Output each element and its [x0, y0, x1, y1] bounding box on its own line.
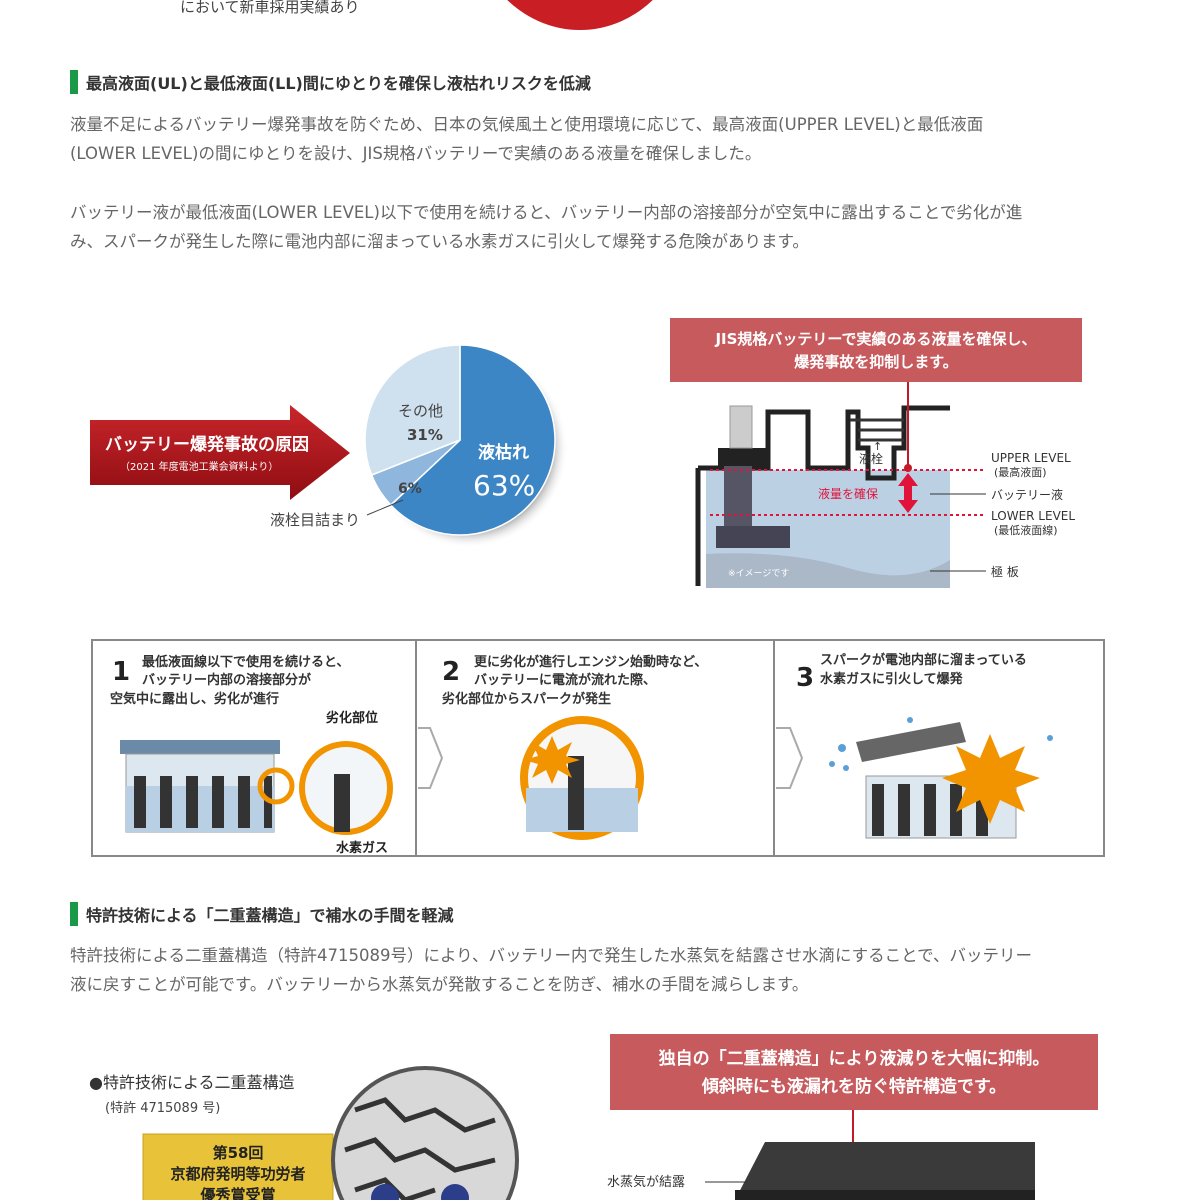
spark-icon	[524, 736, 580, 784]
upper-level-sub: (最高液面)	[994, 465, 1047, 479]
step-arrow-icon	[418, 727, 444, 789]
step2-line3: 劣化部位からスパークが発生	[442, 691, 611, 707]
para-line: 液量不足によるバッテリー爆発事故を防ぐため、日本の気候風土と使用環境に応じて、最…	[70, 115, 984, 134]
condense-label: 水蒸気が結露	[607, 1174, 685, 1190]
step1-degraded-label: 劣化部位	[326, 710, 378, 726]
step3-line2: 水素ガスに引火して爆発	[820, 671, 964, 687]
pie-label-other: その他	[398, 402, 443, 420]
lid-structure-zoom	[331, 1066, 519, 1200]
section1-paragraph-1: 液量不足によるバッテリー爆発事故を防ぐため、日本の気候風土と使用環境に応じて、最…	[70, 110, 1115, 168]
image-note: ※イメージです	[728, 568, 789, 579]
pie-value-other: 31%	[407, 426, 443, 444]
cause-arrow-subtitle: （2021 年度電池工業会資料より）	[120, 460, 278, 473]
cause-arrow-title: バッテリー爆発事故の原因	[105, 434, 309, 455]
cap-icon	[371, 1184, 399, 1200]
para-line: バッテリー液が最低液面(LOWER LEVEL)以下で使用を続けると、バッテリー…	[70, 203, 1023, 222]
patent-title: ●特許技術による二重蓋構造	[89, 1073, 294, 1092]
zoom-plate-1	[334, 774, 350, 832]
award-badge	[142, 1133, 334, 1200]
top-caption: において新車採用実績あり	[180, 0, 360, 16]
step1-gas-label: 水素ガス	[336, 840, 388, 856]
step3-line1: スパークが電池内部に溜まっている	[820, 652, 1027, 668]
section2-paragraph: 特許技術による二重蓋構造（特許4715089号）により、バッテリー内で発生した水…	[70, 941, 1115, 999]
splash-icon	[829, 717, 1053, 771]
para-line: み、スパークが発生した際に電池内部に溜まっている水素ガスに引火して爆発する危険が…	[70, 232, 809, 251]
battery-lid-edge	[735, 1190, 1035, 1200]
terminal-icon	[729, 405, 753, 449]
plug-arrow: ↑	[873, 440, 882, 453]
patent-number: (特許 4715089 号)	[105, 1101, 220, 1116]
patent-graphic: ●特許技術による二重蓋構造 (特許 4715089 号) 第58回 京都府発明等…	[89, 1034, 1098, 1200]
para-line: (LOWER LEVEL)の間にゆとりを設け、JIS規格バッテリーで実績のある液…	[70, 144, 762, 163]
section2-heading-text: 特許技術による「二重蓋構造」で補水の手間を軽減	[86, 906, 454, 925]
level-banner-line2: 爆発事故を抑制します。	[794, 353, 958, 371]
step1-line2: バッテリー内部の溶接部分が	[142, 672, 311, 688]
pie-value-dry: 63%	[473, 469, 535, 502]
pie-value-clog: 6%	[398, 481, 422, 497]
terminal-foot	[716, 526, 790, 548]
award-line3: 優秀賞受賞	[199, 1186, 275, 1200]
step2-number: 2	[442, 657, 460, 687]
plug-label: 液栓	[859, 451, 883, 466]
para-line: 液に戻すことが可能です。バッテリーから水蒸気が発散することを防ぎ、補水の手間を減…	[70, 975, 809, 994]
pie-leader-line	[366, 499, 404, 516]
pie-slice-other	[364, 344, 461, 476]
step2-line1: 更に劣化が進行しエンジン始動時など、	[474, 654, 707, 670]
step-arrow-icon	[776, 727, 804, 789]
battery-top-left	[718, 448, 766, 468]
step3-number: 3	[796, 663, 814, 693]
upper-level-label: UPPER LEVEL	[991, 451, 1071, 465]
explosion-icon	[942, 734, 1040, 824]
level-banner-line1: JIS規格バッテリーで実績のある液量を確保し、	[714, 330, 1036, 348]
cause-arrow	[90, 405, 350, 500]
level-diagram: JIS規格バッテリーで実績のある液量を確保し、 爆発事故を抑制します。 ↑ 液栓…	[670, 318, 1082, 588]
section1-heading-text: 最高液面(UL)と最低液面(LL)間にゆとりを確保し液枯れリスクを低減	[86, 74, 591, 93]
level-banner	[670, 318, 1082, 382]
lower-level-label: LOWER LEVEL	[991, 509, 1075, 523]
step2-line2: バッテリーに電流が流れた際、	[474, 672, 656, 688]
section1-heading: 最高液面(UL)と最低液面(LL)間にゆとりを確保し液枯れリスクを低減	[70, 70, 591, 94]
zoom-ring	[257, 767, 295, 805]
heading-accent-bar	[70, 902, 78, 926]
zoom-plate-2	[568, 756, 584, 830]
cause-graphic: バッテリー爆発事故の原因 （2021 年度電池工業会資料より） その他 31% …	[90, 344, 568, 548]
battery-plates-1	[134, 776, 272, 828]
para-line: 特許技術による二重蓋構造（特許4715089号）により、バッテリー内で発生した水…	[70, 946, 1033, 965]
patent-banner	[610, 1034, 1098, 1110]
steps-panel: 1 最低液面線以下で使用を続けると、 バッテリー内部の溶接部分が 空気中に露出し…	[91, 639, 1105, 857]
award-line1: 第58回	[213, 1144, 264, 1162]
red-logo-fragment	[470, 0, 690, 30]
cap-icon	[441, 1184, 469, 1200]
battery-fluid-1	[126, 786, 274, 832]
pie-label-dry: 液枯れ	[478, 442, 529, 463]
step1-number: 1	[112, 657, 130, 687]
section1-paragraph-2: バッテリー液が最低液面(LOWER LEVEL)以下で使用を続けると、バッテリー…	[70, 198, 1115, 256]
lower-level-sub: (最低液面線)	[994, 523, 1058, 537]
step1-line1: 最低液面線以下で使用を続けると、	[142, 654, 349, 670]
secure-label: 液量を確保	[818, 486, 878, 501]
patent-banner-line1: 独自の「二重蓋構造」により液減りを大幅に抑制。	[659, 1048, 1050, 1069]
battery-plate	[706, 553, 950, 588]
terminal-post	[724, 466, 752, 536]
section2-heading: 特許技術による「二重蓋構造」で補水の手間を軽減	[70, 902, 454, 926]
pie-label-clog: 液栓目詰まり	[270, 511, 360, 529]
award-line2: 京都府発明等功労者	[170, 1165, 305, 1183]
pie-chart	[364, 344, 556, 536]
plate-label: 極 板	[991, 564, 1019, 579]
step1-line3: 空気中に露出し、劣化が進行	[110, 691, 279, 707]
blown-lid-icon	[856, 722, 966, 762]
heading-accent-bar	[70, 70, 78, 94]
fluid-label: バッテリー液	[991, 487, 1063, 502]
battery-lid	[120, 740, 280, 754]
secure-arrow-icon	[898, 473, 918, 513]
battery-lid-3d	[735, 1142, 1035, 1200]
plug-spring-icon	[850, 418, 904, 442]
patent-banner-line2: 傾斜時にも液漏れを防ぐ特許構造です。	[701, 1076, 1006, 1097]
pie-slice-dry	[389, 344, 556, 536]
